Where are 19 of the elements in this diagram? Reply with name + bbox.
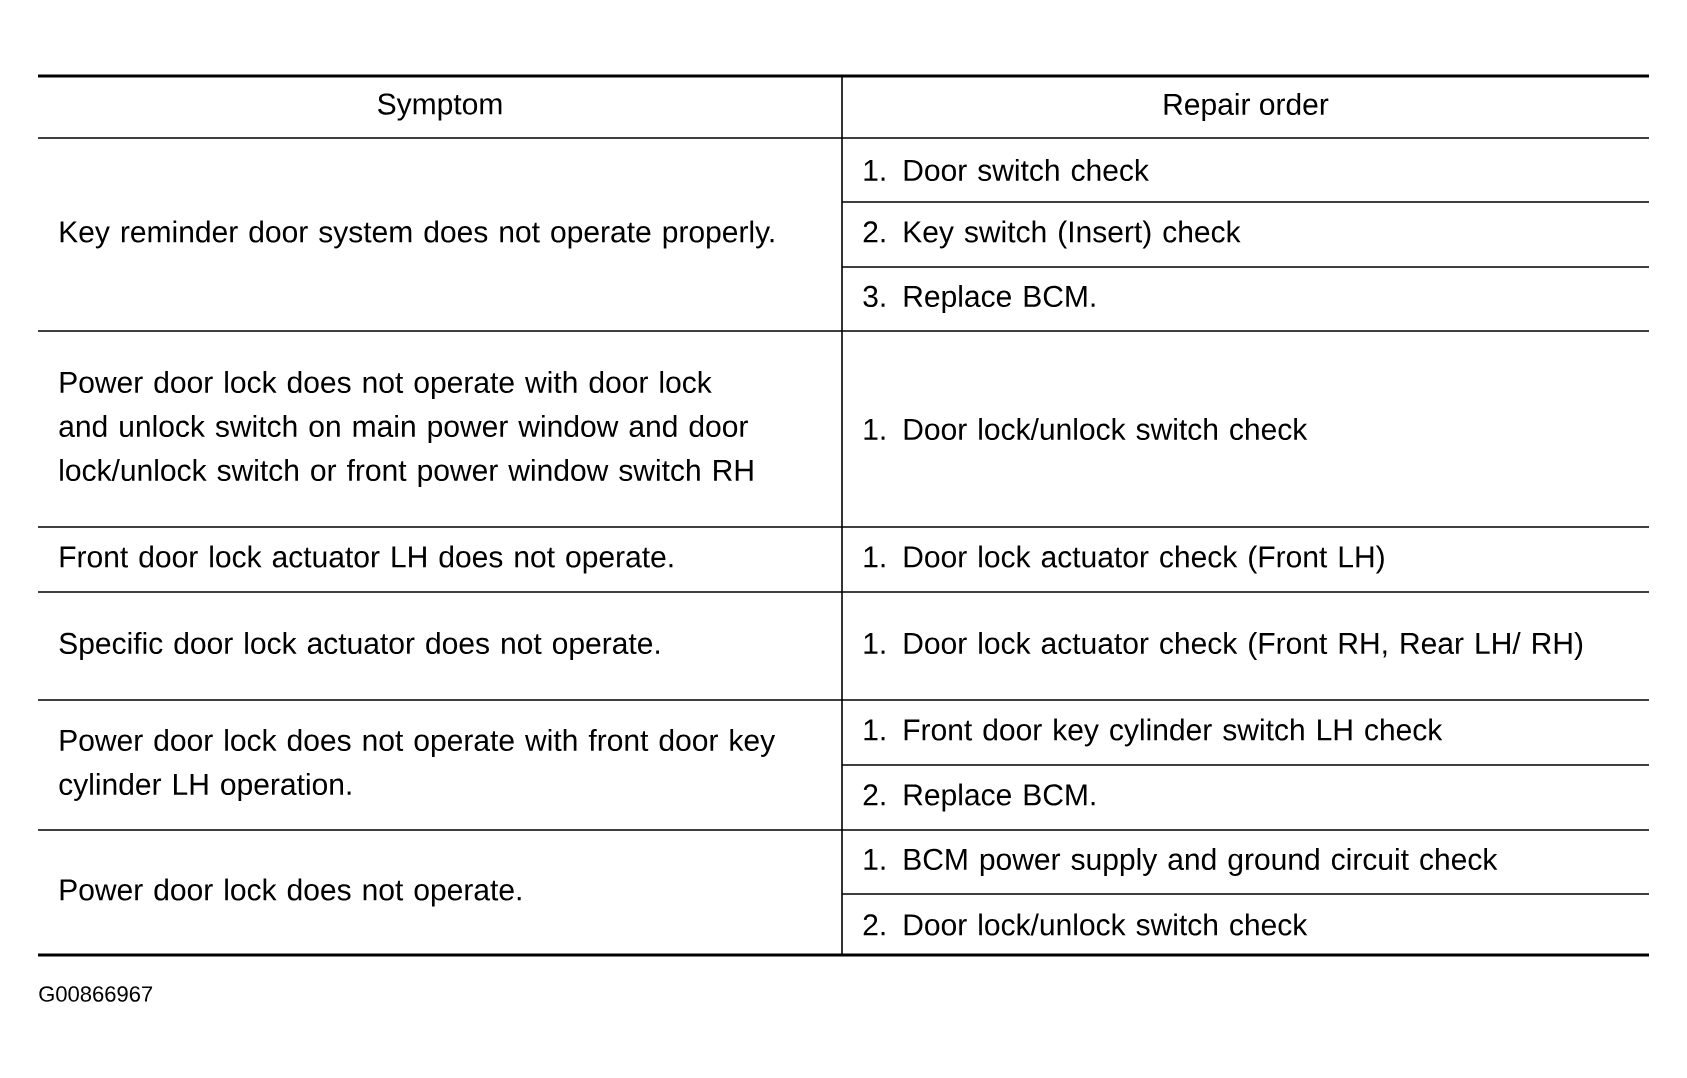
column-header: Symptom — [378, 93, 502, 121]
repair-step-text: 1. Front door key cylinder switch LH check — [864, 718, 1443, 747]
symptom-text: Power door lock does not operate with door lock and unlock switch on main power window and door lock/unlock switch or front power window switch RH — [59, 371, 753, 487]
repair-step-text: 2. Door lock/unlock switch check — [863, 913, 1308, 936]
repair-step-text: 2. Replace BCM. — [863, 783, 1095, 812]
symptom-text: Specific door lock actuator does not operate. — [59, 632, 660, 660]
repair-step-text: 1. Door lock actuator check (Front RH, Rear LH/ RH) — [864, 632, 1583, 660]
symptom-text: Key reminder door system does not operate properly. — [60, 220, 774, 249]
column-header: Repair order — [1164, 93, 1329, 121]
repair-step-text: 1. Door switch check — [864, 159, 1149, 181]
repair-step-text: 3. Replace BCM. — [863, 285, 1095, 313]
repair-step-text: 2. Key switch (Insert) check — [863, 220, 1241, 249]
repair-step-text: 1. Door lock/unlock switch check — [864, 418, 1308, 440]
repair-step-text: 1. Door lock actuator check (Front LH) — [864, 545, 1384, 574]
symptom-text: Power door lock does not operate with front door key cylinder LH operation. — [59, 729, 776, 801]
figure-code: G00866967 — [39, 986, 153, 1002]
repair-step-text: 1. BCM power supply and ground circuit check — [864, 848, 1498, 876]
symptom-text: Front door lock actuator LH does not operate. — [60, 545, 673, 574]
symptom-text: Power door lock does not operate. — [60, 878, 521, 907]
